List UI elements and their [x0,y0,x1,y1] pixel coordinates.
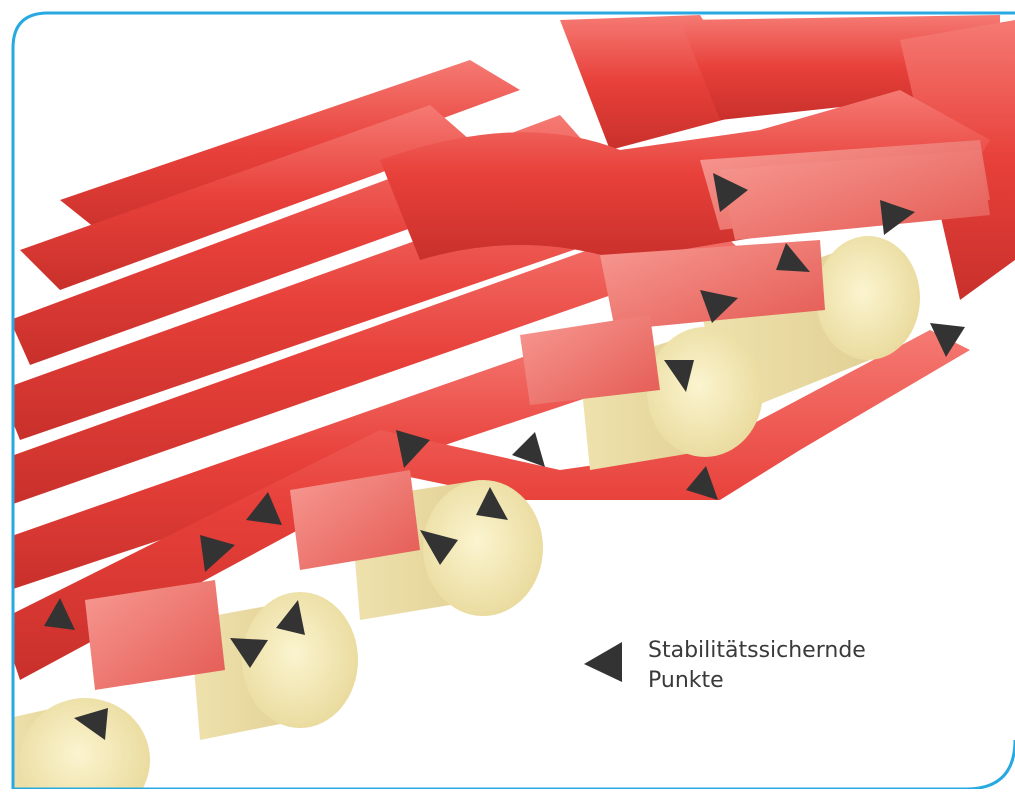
legend: Stabilitätssichernde Punkte [582,632,982,712]
legend-triangle-icon [582,640,626,684]
legend-label-line2: Punkte [648,666,866,696]
legend-label: Stabilitätssichernde Punkte [648,636,866,696]
legend-label-line1: Stabilitätssichernde [648,636,866,666]
